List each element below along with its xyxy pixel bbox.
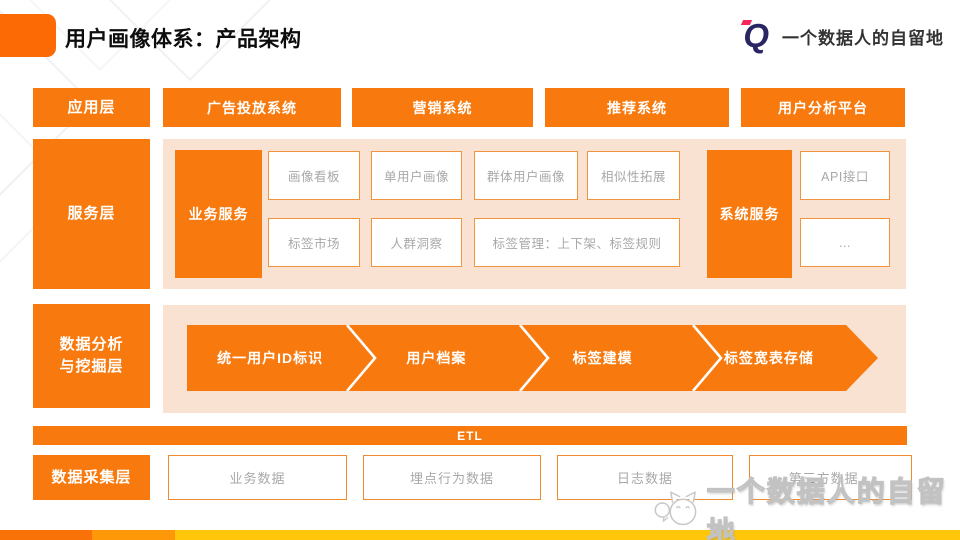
system-service-block: 系统服务 (707, 150, 792, 278)
footer-stripe-yellow (175, 530, 960, 540)
service-item: 群体用户画像 (474, 151, 578, 200)
flow-step: 标签建模 (572, 350, 633, 366)
flow-step: 标签宽表存储 (723, 350, 814, 366)
layer-label-application: 应用层 (33, 88, 150, 127)
flow-step: 统一用户ID标识 (217, 350, 324, 366)
layer-label-service: 服务层 (33, 139, 150, 289)
service-item: 人群洞察 (371, 218, 462, 267)
service-panel: 业务服务 画像看板 单用户画像 群体用户画像 相似性拓展 标签市场 人群洞察 标… (163, 139, 906, 289)
service-item: 标签管理：上下架、标签规则 (474, 218, 680, 267)
app-item: 广告投放系统 (163, 88, 341, 127)
service-item: API接口 (800, 151, 890, 200)
title-accent-block (0, 14, 56, 57)
footer-stripe-mid-orange (92, 530, 175, 540)
data-source-item: 业务数据 (168, 455, 347, 500)
brand-name: 一个数据人的自留地 (782, 28, 944, 48)
etl-bar: ETL (33, 426, 907, 445)
brand-logo: Q 一个数据人的自留地 (739, 18, 944, 54)
app-item: 用户分析平台 (741, 88, 905, 127)
watermark: 一个数据人的自留地 (652, 470, 960, 540)
service-item: 相似性拓展 (587, 151, 680, 200)
layer-label-analysis-line1: 数据分析 (59, 336, 124, 354)
watermark-text: 一个数据人的自留地 (706, 475, 947, 540)
business-service-block: 业务服务 (175, 150, 262, 278)
data-source-item: 日志数据 (557, 455, 733, 500)
data-source-item: 第三方数据... (749, 455, 912, 500)
analysis-panel: 统一用户ID标识 用户档案 标签建模 标签宽表存储 (163, 305, 906, 413)
layer-label-analysis: 数据分析 与挖掘层 (33, 304, 150, 408)
layer-label-analysis-line2: 与挖掘层 (59, 358, 124, 375)
service-item: 标签市场 (268, 218, 360, 267)
brand-q-icon: Q (739, 18, 773, 54)
cat-watermark-icon (654, 491, 697, 526)
footer-stripe-orange (0, 530, 92, 540)
layer-label-collection: 数据采集层 (33, 455, 150, 500)
service-item: 画像看板 (268, 151, 360, 200)
service-item: ... (800, 218, 890, 267)
app-item: 营销系统 (352, 88, 533, 127)
flow-arrow-band: 统一用户ID标识 用户档案 标签建模 标签宽表存储 (187, 325, 878, 391)
app-item: 推荐系统 (545, 88, 729, 127)
page-title: 用户画像体系：产品架构 (65, 28, 302, 51)
data-source-item: 埋点行为数据 (363, 455, 541, 500)
service-item: 单用户画像 (371, 151, 462, 200)
flow-step: 用户档案 (406, 350, 467, 366)
